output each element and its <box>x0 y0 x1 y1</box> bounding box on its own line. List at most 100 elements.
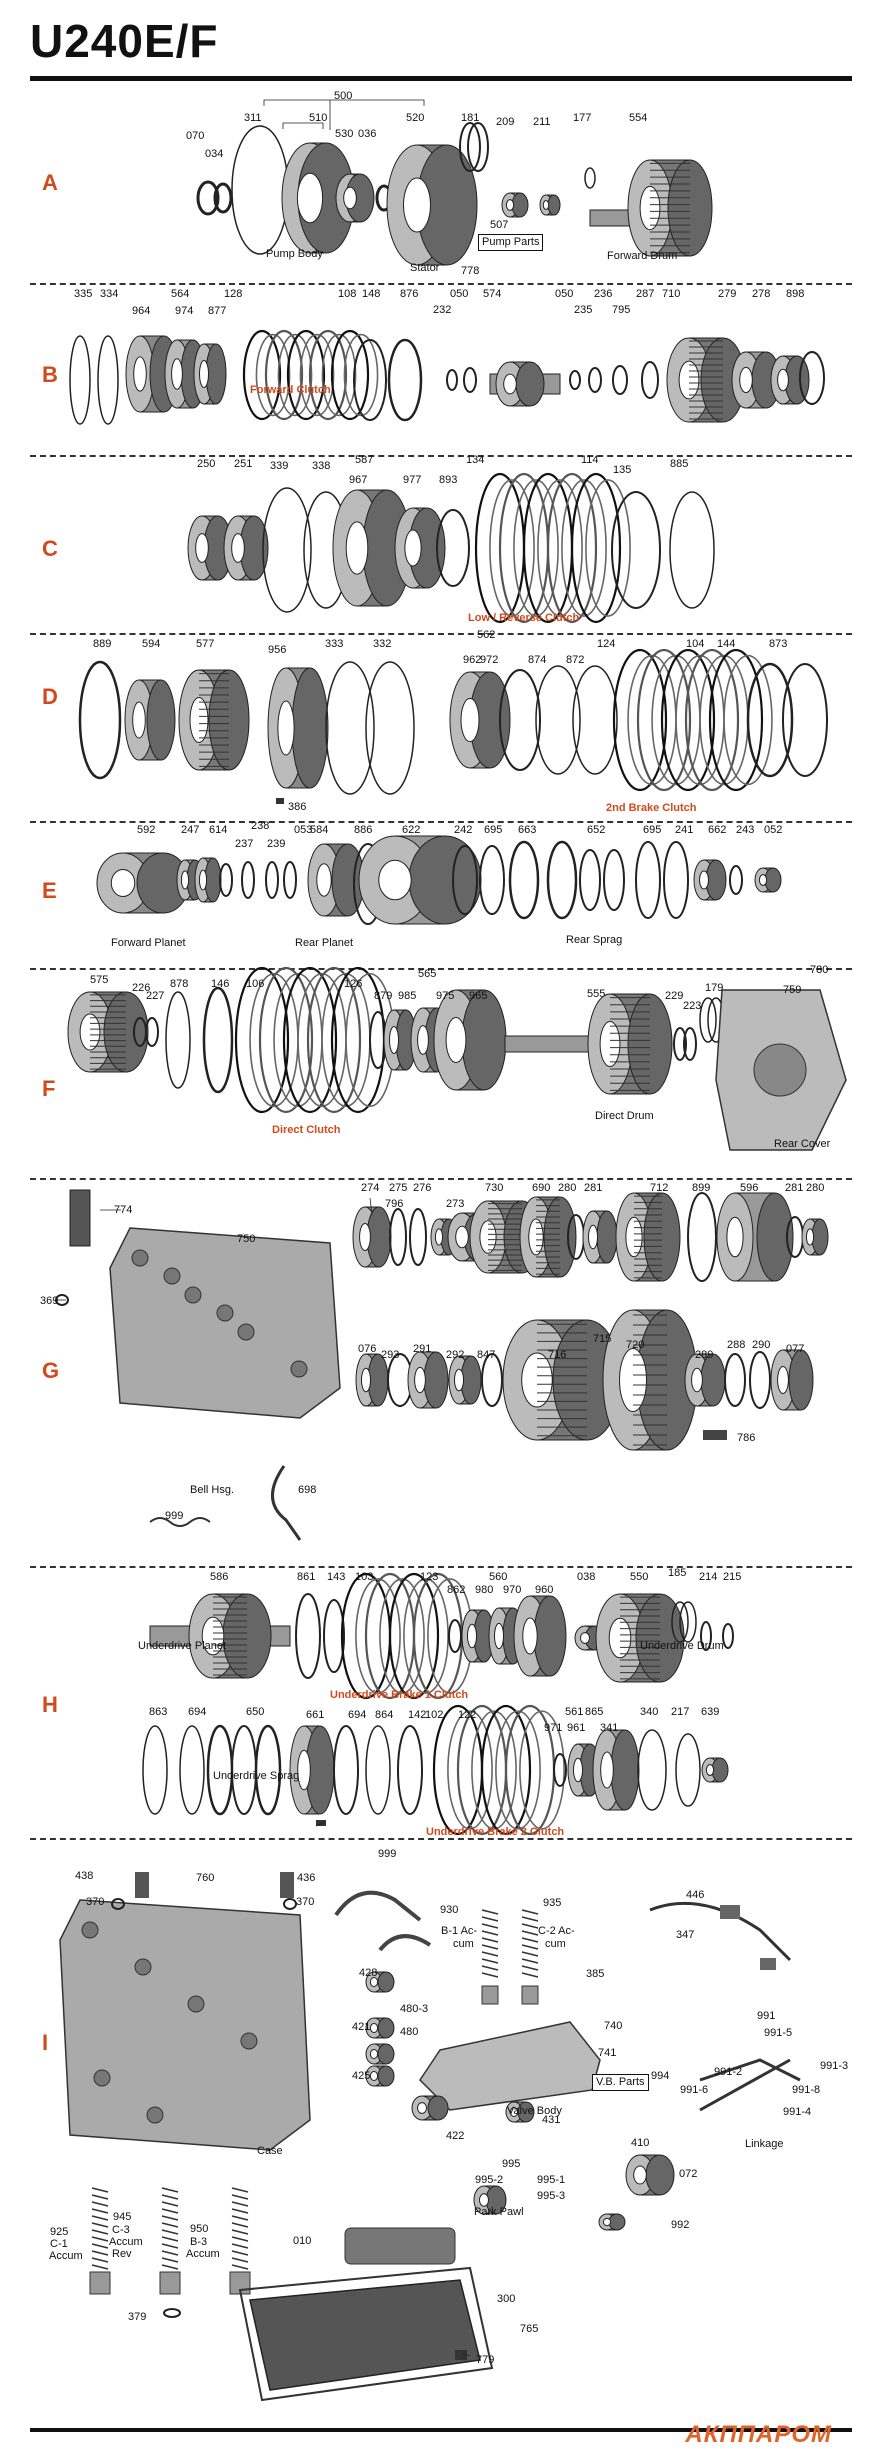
part-number-label: 103 <box>355 1571 374 1583</box>
spring-coil <box>231 2208 249 2214</box>
part-number-label: 385 <box>586 1968 605 1980</box>
bolt <box>703 1430 727 1440</box>
drum-bore <box>479 1220 497 1254</box>
ring-part <box>722 1623 734 1649</box>
separator <box>30 455 852 457</box>
part-caption: Stator <box>410 262 440 274</box>
ring-part <box>306 966 362 1114</box>
part-number-label: 274 <box>361 1182 380 1194</box>
part-number-label: 796 <box>385 1198 404 1210</box>
spring-coil <box>161 2243 179 2249</box>
part-number-label: 980 <box>475 1584 494 1596</box>
drum-face <box>700 1353 726 1407</box>
ring-part <box>687 1192 717 1282</box>
drum-bore <box>404 529 422 567</box>
part-number-label: 148 <box>362 288 381 300</box>
bolt-boss <box>134 1958 152 1976</box>
drum-bore <box>705 1764 715 1776</box>
drum-bore <box>454 1368 464 1392</box>
spring-coil <box>91 2222 109 2228</box>
part-number-label: 650 <box>246 1706 265 1718</box>
ring-part <box>78 660 122 780</box>
part-number-label: 779 <box>476 2354 495 2366</box>
ring-part <box>603 849 625 911</box>
part-number-label: 237 <box>235 838 254 850</box>
spring-coil <box>91 2215 109 2221</box>
part-number-label: 759 <box>783 984 802 996</box>
drum-bore <box>445 1017 467 1063</box>
drum-bore <box>455 1225 469 1249</box>
spring-coil <box>231 2257 249 2263</box>
separator <box>30 283 852 285</box>
part-number-label: 698 <box>298 1484 317 1496</box>
part-caption-line: Rev <box>112 2248 132 2260</box>
ring-part <box>436 509 470 587</box>
part-number-label: 242 <box>454 824 473 836</box>
part-number-label: 863 <box>149 1706 168 1718</box>
part-number-label: 421 <box>352 2021 371 2033</box>
part-number-label: 695 <box>643 824 662 836</box>
spring-coil <box>91 2257 109 2263</box>
part-number-label: 741 <box>598 2047 617 2059</box>
drum-face <box>811 1218 829 1256</box>
drum-bore <box>297 1749 311 1791</box>
drum-bore <box>625 1216 643 1258</box>
part-number-label: 992 <box>671 2219 690 2231</box>
spring-coil <box>161 2229 179 2235</box>
drum-bore <box>573 1757 583 1783</box>
part-number-label: 510 <box>309 112 328 124</box>
spring-coil <box>231 2187 249 2193</box>
part-number-label: 991-6 <box>680 2084 709 2096</box>
ring-part <box>163 2308 181 2318</box>
ring-part <box>611 491 661 609</box>
clutch-pack-caption: Forward Clutch <box>250 384 331 396</box>
spring-coil <box>91 2229 109 2235</box>
part-number-label: 290 <box>752 1339 771 1351</box>
ring-part <box>546 840 578 920</box>
ring-part <box>379 1578 425 1694</box>
part-number-label: 300 <box>497 2293 516 2305</box>
part-number-label: 288 <box>727 1339 746 1351</box>
part-number-label: 898 <box>786 288 805 300</box>
part-number-label: 592 <box>137 824 156 836</box>
drum-face <box>533 1595 567 1677</box>
part-number-label: 102 <box>425 1709 444 1721</box>
part-number-label: 251 <box>234 458 253 470</box>
drum-face <box>788 1349 814 1411</box>
part-number-label: 586 <box>210 1571 229 1583</box>
linkage-rod <box>699 2058 801 2082</box>
drum-bore <box>359 1223 371 1251</box>
part-number-label: 425 <box>352 2070 371 2082</box>
part-number-label: 720 <box>626 1339 645 1351</box>
ring-part <box>286 329 326 421</box>
part-number-label: 144 <box>717 638 736 650</box>
part-number-label: 694 <box>348 1709 367 1721</box>
part-number-label: 291 <box>413 1343 432 1355</box>
drum-face <box>291 667 329 789</box>
part-number-label: 281 <box>584 1182 603 1194</box>
ring-part <box>499 669 541 771</box>
part-number-label: 124 <box>597 638 616 650</box>
oil-strainer <box>344 2227 456 2265</box>
part-number-label: 480 <box>400 2026 419 2038</box>
ring-part <box>321 333 357 417</box>
part-number-label: 999 <box>378 1848 397 1860</box>
drum-bore <box>198 869 208 891</box>
ring-part <box>264 329 304 421</box>
part-number-label: 995-1 <box>537 2174 566 2186</box>
part-number-label: 070 <box>186 130 205 142</box>
part-number-label: 972 <box>480 654 499 666</box>
leader-line <box>369 1197 373 1216</box>
spring-coil <box>91 2243 109 2249</box>
ring-part <box>447 1710 493 1830</box>
ring-part <box>669 491 715 609</box>
drum-face <box>377 1971 395 1993</box>
spring-coil <box>231 2215 249 2221</box>
part-number-label: 575 <box>90 974 109 986</box>
drum-bore <box>619 1348 647 1412</box>
drum-bore <box>691 1367 703 1393</box>
ring-part <box>353 339 387 421</box>
drum-bore <box>414 1366 426 1394</box>
part-number-label: 885 <box>670 458 689 470</box>
part-number-label: 293 <box>381 1349 400 1361</box>
